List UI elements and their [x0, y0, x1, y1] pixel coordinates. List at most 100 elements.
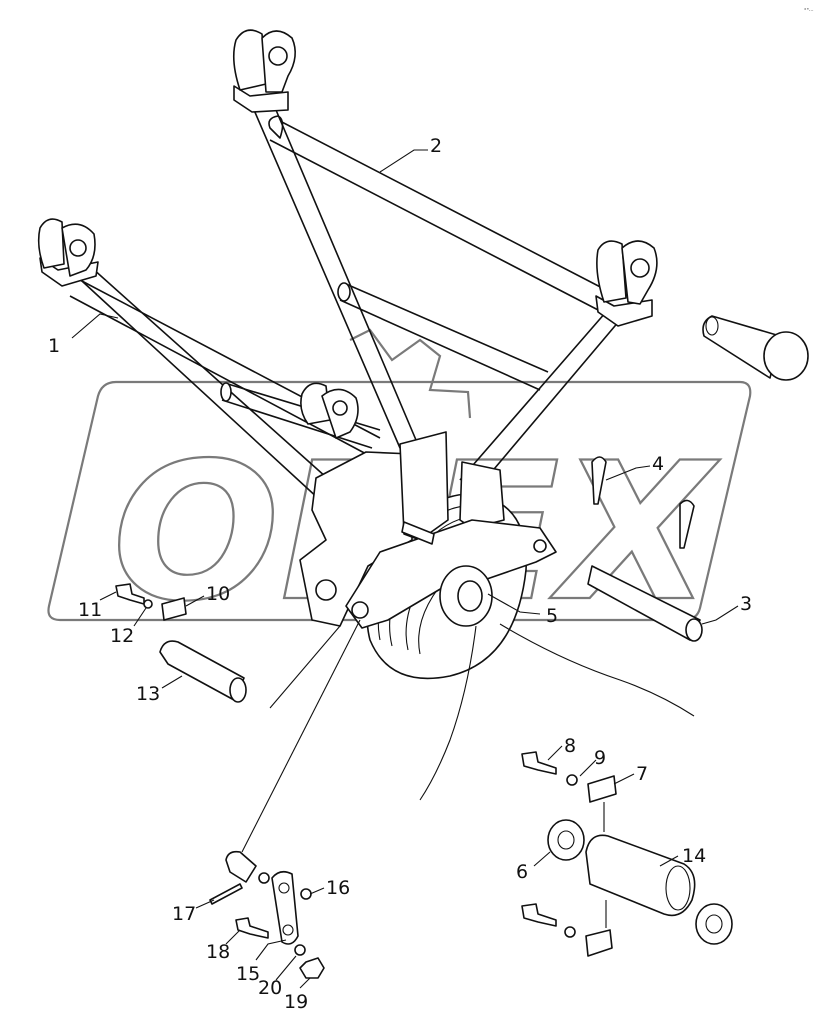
hub-swing-arm-hole-left [351, 601, 369, 619]
hub-hose-line [499, 623, 695, 717]
leader-pin-13-to-bracket [269, 625, 341, 709]
leader-lines [71, 149, 739, 989]
spacer-6 [547, 819, 585, 861]
leader-7 [613, 773, 635, 785]
cotter-pin-4-upper [591, 456, 607, 505]
callout-8: 8 [564, 735, 576, 757]
upper-right-pin-tip [705, 316, 719, 336]
callout-14: 14 [682, 845, 706, 867]
upper-top-clevis-hole [268, 46, 288, 66]
upper-frame-middle-tube-end [337, 282, 351, 302]
bolt-18 [235, 917, 269, 939]
callout-13: 13 [136, 683, 160, 705]
callouts: 1 2 3 4 5 6 7 8 9 10 11 12 13 14 15 16 1… [48, 135, 752, 1013]
leader-8 [547, 745, 563, 761]
callout-16: 16 [326, 877, 350, 899]
callout-7: 7 [636, 763, 648, 785]
hub-bracket-centre-block [399, 431, 449, 541]
upper-frame-diagonal-tube [253, 109, 417, 449]
leader-1 [71, 313, 119, 339]
hub-axle-bore [457, 580, 483, 612]
lower-centre-clevis-hole [332, 400, 348, 416]
hub-assembly [299, 431, 695, 801]
plate-7 [587, 775, 617, 803]
upper-frame-right-arm [459, 311, 621, 489]
cotter-pin-4-lower [679, 499, 695, 549]
plate-10 [161, 597, 187, 621]
leader-4 [605, 465, 651, 481]
leader-16 [309, 887, 325, 895]
link-plate-15-hole-top [278, 882, 290, 894]
long-pin-assembly [587, 456, 703, 642]
washer-9 [566, 774, 578, 786]
leader-pin-17-to-swing-arm [241, 619, 361, 853]
pin-17 [225, 850, 257, 883]
bolt-8-lower [521, 903, 557, 927]
callout-3: 3 [740, 593, 752, 615]
upper-right-pin-head [763, 331, 809, 381]
upper-right-clevis-hole [630, 258, 650, 278]
callout-10: 10 [206, 583, 230, 605]
callout-5: 5 [546, 605, 558, 627]
lower-a-frame [37, 218, 381, 501]
washer-14-outer [695, 903, 733, 945]
hub-bracket-left-hole [315, 579, 337, 601]
upper-frame-cross-tube [269, 119, 611, 313]
callout-18: 18 [206, 941, 230, 963]
lower-frame-lower-tube [69, 267, 337, 501]
callout-17: 17 [172, 903, 196, 925]
washer-14-outer-bore [705, 914, 723, 934]
cotter-pin-17 [209, 883, 243, 905]
lower-frame-cross-tube-end [220, 382, 232, 402]
bolt-11 [115, 583, 145, 605]
upper-right-clevis-ear-left [596, 240, 627, 303]
leader-2 [379, 149, 428, 173]
upper-right-pin [702, 315, 809, 381]
leader-11 [99, 591, 117, 601]
leader-18 [225, 929, 241, 945]
left-pin-group [115, 583, 247, 703]
hub-hose-line-down [419, 625, 477, 801]
leader-5 [487, 593, 541, 615]
washer-12 [143, 599, 153, 609]
right-pin-group [521, 751, 733, 957]
callout-4: 4 [652, 453, 664, 475]
lower-left-clevis-hole [69, 239, 87, 257]
upper-frame-middle-tube [339, 283, 549, 391]
leader-14 [659, 855, 679, 867]
bushing-14-end [665, 865, 691, 911]
callout-9: 9 [594, 747, 606, 769]
right-group-axis-line [603, 802, 607, 928]
leader-17 [195, 899, 215, 909]
leader-6 [533, 851, 551, 867]
washer-20 [294, 944, 306, 956]
callout-19: 19 [284, 991, 308, 1013]
leader-19 [299, 977, 311, 989]
hub-swing-arm-hole-right [533, 539, 547, 553]
spacer-6-bore [557, 830, 575, 850]
leader-20 [275, 955, 297, 981]
link-plate-15-hole-bottom [282, 924, 294, 936]
watermark-gear [349, 328, 472, 419]
callout-11: 11 [78, 599, 102, 621]
plate-7-lower [585, 929, 613, 957]
callout-12: 12 [110, 625, 134, 647]
washer-16 [300, 888, 312, 900]
leader-15 [255, 939, 287, 961]
corner-mark: °"··· [804, 8, 814, 14]
upper-top-clevis [233, 85, 289, 113]
bushing-14 [585, 834, 696, 917]
hub-grease-nipple [401, 521, 435, 545]
leader-3 [701, 605, 739, 625]
lower-left-clevis-ear-left [37, 218, 65, 269]
upper-top-clevis-ear-left [232, 29, 267, 91]
leader-9 [579, 759, 597, 777]
hub-bracket-right-block [459, 461, 505, 529]
pin-13-end [229, 677, 247, 703]
callout-20: 20 [258, 977, 282, 999]
washer-17 [258, 872, 270, 884]
long-pin-3-end [685, 618, 703, 642]
leader-10 [185, 595, 205, 607]
callout-2: 2 [430, 135, 442, 157]
